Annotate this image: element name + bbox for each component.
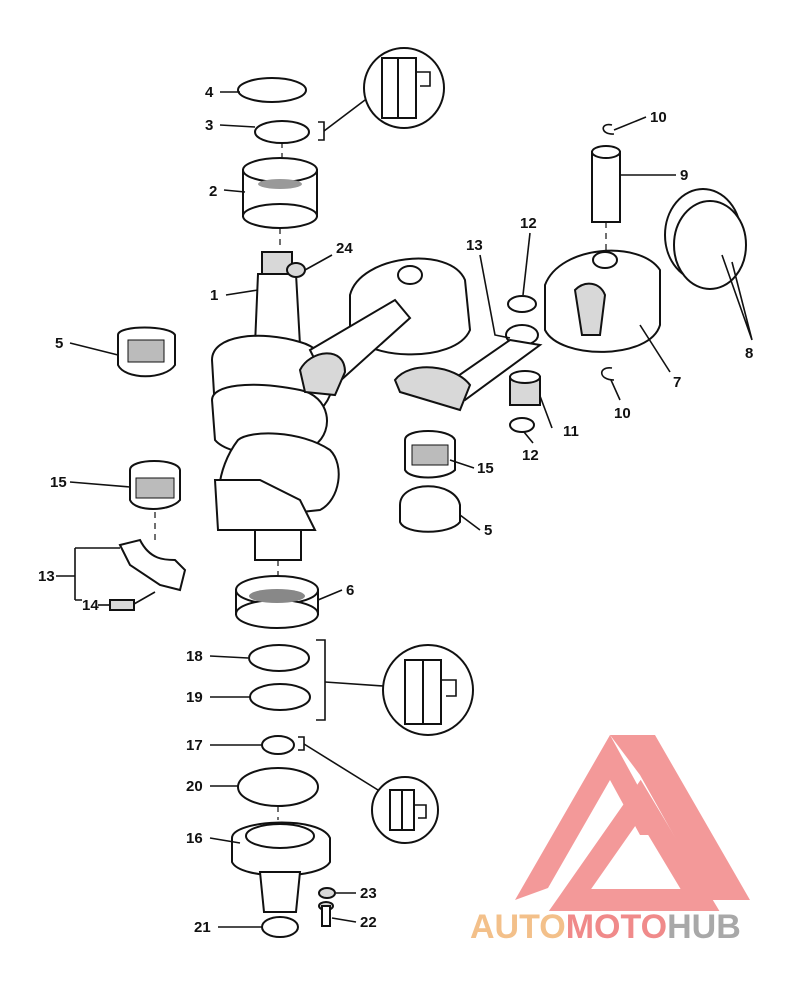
callout-2: 2: [209, 183, 217, 200]
callout-12-lower: 12: [522, 447, 539, 464]
callout-19: 19: [186, 689, 203, 706]
seal-19: [249, 683, 311, 711]
thrust-washer-12-upper: [507, 295, 537, 313]
retaining-clip-10-upper: [602, 123, 615, 135]
crankshaft: [210, 251, 340, 561]
bearing-half-5-right: [399, 485, 461, 533]
callout-3: 3: [205, 117, 213, 134]
bearing-half-5-left: [117, 326, 176, 378]
callout-1: 1: [210, 287, 218, 304]
connecting-rod: [393, 324, 543, 412]
callout-12-upper: 12: [520, 215, 537, 232]
retaining-clip-10-lower: [600, 367, 615, 381]
o-ring-top: [237, 77, 307, 103]
callout-17: 17: [186, 737, 203, 754]
callout-24: 24: [336, 240, 353, 257]
callout-23: 23: [360, 885, 377, 902]
watermark-hub: HUB: [667, 908, 741, 946]
detail-circle-top: [318, 47, 445, 141]
callout-8: 8: [745, 345, 753, 362]
seal-18: [248, 644, 310, 672]
rod-cap-13: [118, 538, 187, 592]
detail-circle-lower: [298, 736, 439, 844]
woodruff-key: [286, 262, 306, 278]
thrust-washer-12-lower: [509, 417, 535, 433]
o-ring-20: [237, 767, 319, 807]
needle-bearing-11: [509, 370, 541, 406]
callout-5-right: 5: [484, 522, 492, 539]
callout-15-left: 15: [50, 474, 67, 491]
watermark-logo: [515, 735, 750, 911]
callout-15-right: 15: [477, 460, 494, 477]
washer-17: [261, 735, 295, 755]
watermark-auto: AUTO: [470, 908, 566, 946]
rod-bolt-14: [109, 591, 156, 611]
callout-22: 22: [360, 914, 377, 931]
o-ring-21: [261, 916, 299, 938]
detail-circle-middle: [316, 639, 474, 736]
callout-labels: 4 3 2 24 1 5 15 13 14 10 9 12 13 8 7 10 …: [38, 84, 753, 936]
callout-6: 6: [346, 582, 354, 599]
callout-16: 16: [186, 830, 203, 847]
callout-21: 21: [194, 919, 211, 936]
lower-end-cap: [231, 821, 331, 913]
watermark-moto: MOTO: [566, 908, 667, 946]
washer-23: [318, 887, 336, 899]
callout-14: 14: [82, 597, 99, 614]
callout-10-upper: 10: [650, 109, 667, 126]
callout-13-right: 13: [466, 237, 483, 254]
callout-13-left: 13: [38, 568, 55, 585]
bearing-cage-15-left: [129, 460, 181, 510]
seal-ring: [254, 120, 310, 144]
callout-11: 11: [563, 423, 579, 440]
piston-assembly-upper: [298, 257, 472, 397]
ball-bearing: [235, 575, 319, 629]
callout-10-lower: 10: [614, 405, 631, 422]
callout-20: 20: [186, 778, 203, 795]
screw-22: [318, 901, 334, 927]
bearing-cage-15-right: [404, 430, 456, 479]
upper-roller-bearing: [242, 157, 318, 229]
piston-ring-8b: [673, 200, 747, 290]
leader-lines: [56, 91, 753, 928]
callout-7: 7: [673, 374, 681, 391]
callout-9: 9: [680, 167, 688, 184]
callout-18: 18: [186, 648, 203, 665]
piston-7: [544, 249, 661, 353]
watermark-text: AUTOMOTOHUB: [470, 908, 741, 946]
wrist-pin-9: [591, 145, 621, 223]
callout-5-left: 5: [55, 335, 63, 352]
callout-4: 4: [205, 84, 214, 101]
